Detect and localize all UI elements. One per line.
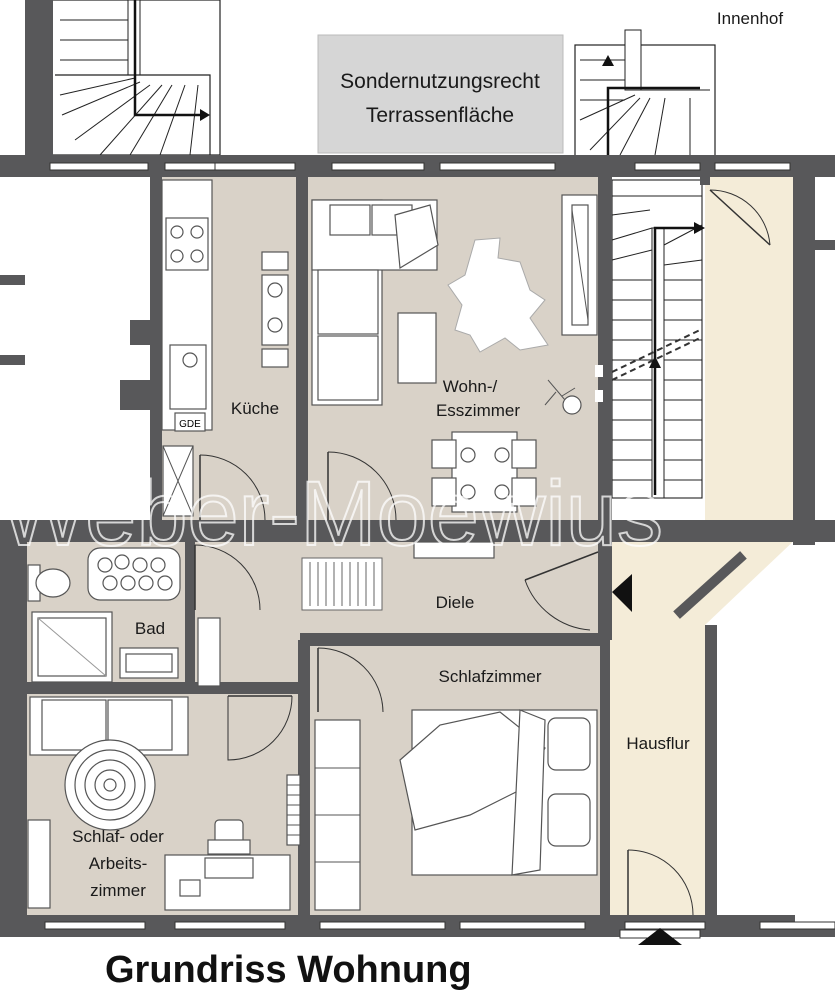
side-cabinet [27, 819, 51, 909]
wohn-label-line1: Wohn-/ [443, 377, 498, 396]
kitchen-counter: GDE [161, 179, 213, 517]
arbeits-label-line3: zimmer [90, 881, 146, 900]
desk [164, 819, 291, 911]
radiator [286, 774, 301, 846]
kueche-label: Küche [231, 399, 279, 418]
entrance-arrow [612, 574, 632, 612]
page-title: Grundriss Wohnung [105, 949, 472, 991]
pillar-mark [595, 390, 603, 402]
shower [31, 611, 113, 683]
toilet [27, 564, 71, 602]
hausflur-label: Hausflur [626, 734, 690, 753]
neighbor-staircase-left [25, 0, 221, 160]
arbeits-door [227, 695, 293, 761]
terrace-area [317, 34, 564, 154]
arbeits-label-line2: Arbeits- [89, 854, 148, 873]
pillar-mark [595, 365, 603, 377]
schlafzimmer-door [317, 647, 384, 713]
wohn-door [327, 451, 397, 521]
diele-shelf [413, 541, 495, 559]
entrance-door [524, 551, 599, 631]
terrace-label-line2: Terrassenfläche [366, 104, 514, 127]
neighbor-staircase-right [574, 29, 716, 158]
sofa [311, 199, 439, 406]
wohn-label-line2: Esszimmer [436, 401, 520, 420]
sink [119, 647, 179, 679]
diele-label: Diele [436, 593, 475, 612]
bad-door [194, 544, 261, 611]
watermark: Weber-Moewius [0, 463, 663, 565]
round-rug [64, 739, 156, 831]
wardrobe [314, 719, 361, 911]
bad-label: Bad [135, 619, 165, 638]
bathtub-stones [87, 547, 181, 601]
diele-floor [190, 540, 602, 640]
hausflur-bottom-door [627, 849, 694, 916]
schlafzimmer-label: Schlafzimmer [439, 667, 542, 686]
kitchen-table [261, 251, 289, 368]
gde-label: GDE [179, 419, 201, 430]
dining-table [431, 431, 537, 513]
plant [544, 379, 582, 415]
cowhide-rug [447, 237, 549, 353]
innenhof-label: Innenhof [717, 9, 783, 28]
house-entrance-arrow [638, 928, 682, 945]
hausflur-floor [602, 175, 800, 920]
windows [44, 162, 835, 930]
terrace-label-line1: Sondernutzungsrecht [340, 70, 540, 93]
main-staircase [611, 179, 705, 499]
coffee-table [397, 312, 437, 384]
arbeits-label-line1: Schlaf- oder [72, 827, 164, 846]
bad-cabinet [197, 617, 221, 687]
bed [399, 709, 598, 876]
tv-sideboard [561, 194, 598, 336]
kueche-door [199, 454, 266, 521]
rug-fringe [309, 562, 375, 606]
hausflur-top-door [709, 189, 771, 246]
